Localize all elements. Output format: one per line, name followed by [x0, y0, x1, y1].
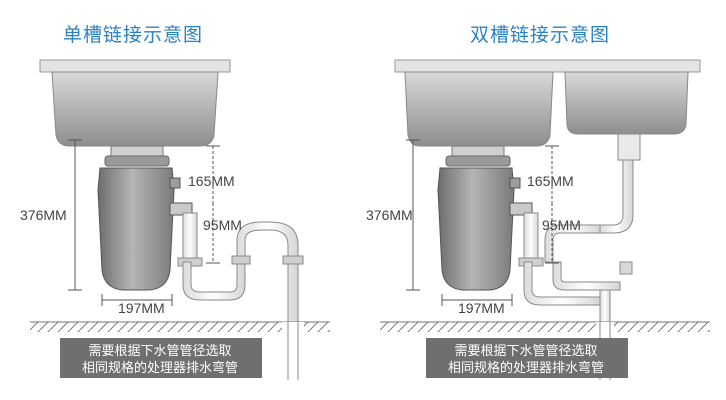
dimension-lines	[68, 139, 220, 306]
drain-pipes	[177, 212, 304, 331]
lower-dimension: 95MM	[203, 217, 242, 233]
width-dimension: 197MM	[118, 300, 165, 316]
note-line-2: 相同规格的处理器排水弯管	[447, 361, 604, 376]
height-dimension: 376MM	[366, 207, 413, 223]
note-box	[60, 338, 262, 378]
sink-basin	[39, 59, 231, 147]
dimension-lines	[406, 139, 559, 306]
width-dimension: 197MM	[458, 300, 505, 316]
single-sink-note: 需要根据下水管管径选取 相同规格的处理器排水弯管	[60, 343, 260, 377]
note-line-1: 需要根据下水管管径选取	[88, 344, 232, 359]
double-sink-diagram: 376MM 165MM 95MM 197MM	[366, 59, 710, 382]
single-sink-title: 单槽链接示意图	[63, 24, 204, 46]
note-line-1: 需要根据下水管管径选取	[454, 344, 598, 359]
single-sink-diagram: 376MM 165MM 95MM 197MM	[20, 59, 330, 382]
upper-dimension: 165MM	[188, 173, 235, 189]
food-waste-disposer	[97, 145, 193, 291]
double-sink-title: 双槽链接示意图	[470, 24, 611, 46]
drain-pipes	[518, 133, 641, 341]
note-line-2: 相同规格的处理器排水弯管	[81, 361, 238, 376]
note-box	[426, 338, 628, 378]
food-waste-disposer	[437, 145, 533, 291]
lower-dimension: 95MM	[542, 217, 581, 233]
height-dimension: 376MM	[20, 207, 67, 223]
double-sink-note: 需要根据下水管管径选取 相同规格的处理器排水弯管	[426, 343, 626, 377]
upper-dimension: 165MM	[527, 173, 574, 189]
sink-basins	[394, 59, 701, 147]
floor	[30, 321, 330, 382]
